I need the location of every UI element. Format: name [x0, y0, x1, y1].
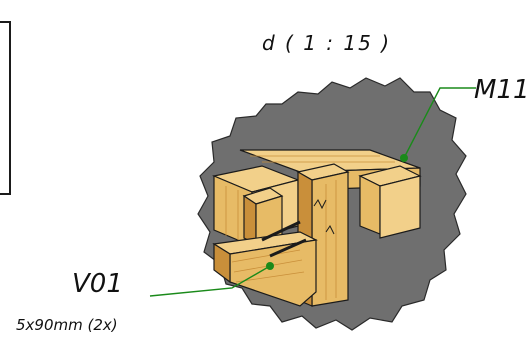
m11-leader-dot [400, 154, 408, 162]
detail-title: d ( 1 : 15 ) [262, 31, 391, 55]
m11-leader [400, 87, 476, 162]
v01-leader [149, 262, 274, 297]
callout-code-v01: V01 [72, 269, 123, 299]
lower-planks [212, 231, 318, 307]
callout-note-v01: 5x90mm (2x) [16, 316, 118, 334]
right-block [358, 165, 422, 239]
fastener-slots [261, 199, 335, 258]
v01-leader-dot [266, 262, 274, 270]
frame-border [0, 21, 11, 195]
callout-code-m11: M11 [474, 75, 528, 105]
